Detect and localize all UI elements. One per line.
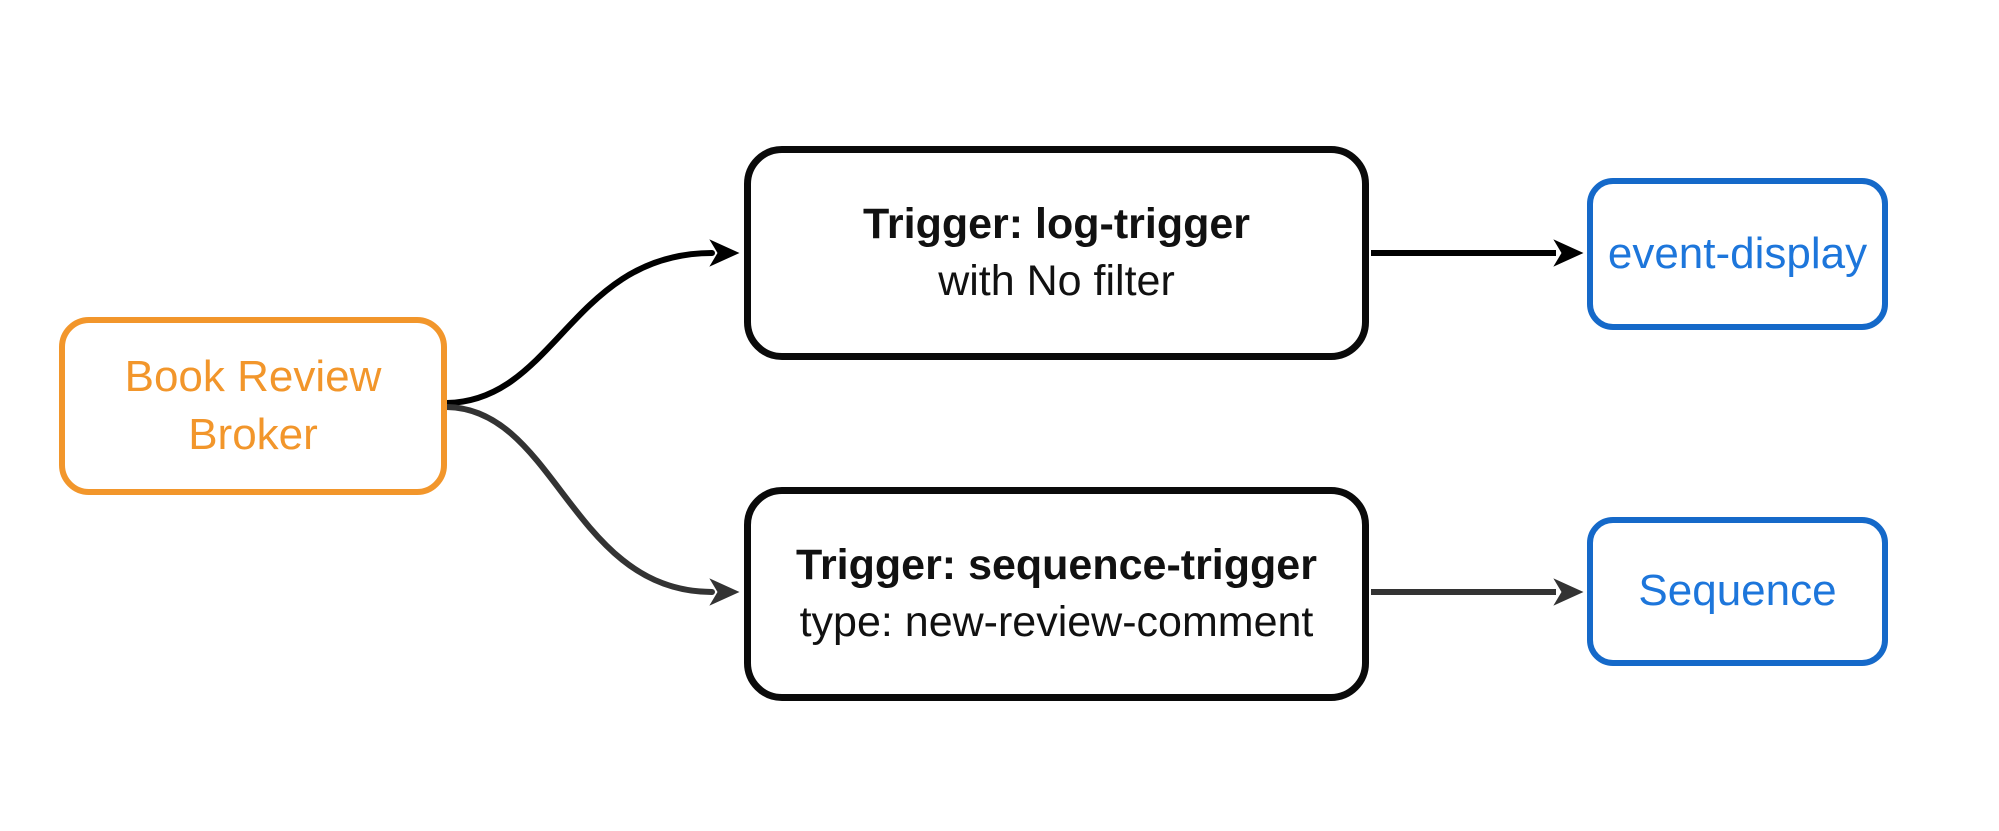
node-label-line: Book Review [124,351,382,401]
node-sequence: Sequence [1587,517,1888,666]
node-event-display: event-display [1587,178,1888,330]
node-sequence-trigger: Trigger: sequence-trigger type: new-revi… [744,487,1369,701]
node-title: Trigger: sequence-trigger [796,541,1317,590]
node-title: Trigger: log-trigger [863,200,1250,249]
node-subtitle: with No filter [938,257,1175,305]
node-label: Sequence [1638,566,1837,616]
node-subtitle: type: new-review-comment [799,598,1314,646]
node-label: event-display [1607,228,1868,278]
node-log-trigger: Trigger: log-trigger with No filter [744,146,1369,360]
node-book-review-broker: Book Review Broker [59,317,447,495]
node-label-line: Broker [188,410,318,459]
edge-broker-to-log-trigger [444,239,740,406]
edge-broker-to-sequence-trigger [444,404,740,606]
